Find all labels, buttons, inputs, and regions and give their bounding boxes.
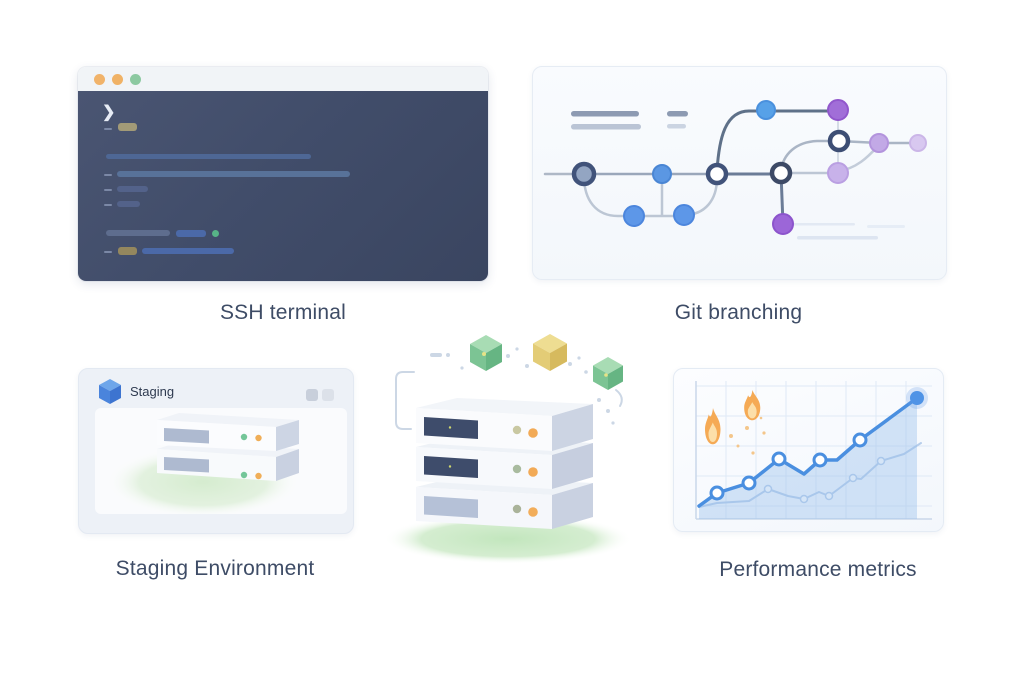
git-commit-node [756, 100, 776, 120]
git-text-bar [571, 111, 639, 117]
terminal-prompt-icon: ❯ [102, 104, 116, 121]
chart-marker [763, 484, 773, 494]
git-commit-node [827, 162, 849, 184]
terminal-text-bar [117, 186, 148, 192]
git-commit-node [827, 129, 851, 153]
cube-icon [99, 379, 121, 404]
performance-chart-svg [695, 381, 932, 520]
sparkle-dot [736, 444, 740, 448]
connector-dots [430, 347, 615, 425]
staging-servers-illustration [105, 413, 301, 514]
chart-marker [709, 485, 725, 501]
server-stack-illustration [380, 330, 645, 565]
terminal-window: ❯ [78, 67, 488, 281]
git-text-bar [571, 124, 641, 130]
terminal-text-bar [117, 201, 140, 207]
git-commit-node [652, 164, 672, 184]
led-gray-icon [512, 425, 522, 435]
caption-performance-metrics: Performance metrics [719, 558, 917, 581]
chart-marker [876, 456, 886, 466]
staging-title: Staging [130, 384, 175, 399]
terminal-text-bar [118, 123, 137, 131]
terminal-text-bar [106, 154, 311, 159]
led-gray-icon [512, 464, 522, 474]
window-control-dot-1[interactable] [94, 73, 105, 85]
git-commit-node [769, 161, 793, 185]
git-branching-card [532, 66, 947, 280]
sparkle-dot [751, 451, 755, 455]
chart-marker [771, 451, 787, 467]
staging-card: Staging [78, 368, 354, 534]
performance-card [673, 368, 944, 532]
header-square-button-2[interactable] [322, 389, 334, 401]
terminal-text-bar [142, 248, 234, 254]
terminal-text-bar [104, 251, 112, 253]
staging-header: Staging [98, 378, 174, 405]
git-text-bar [797, 236, 878, 240]
window-control-dot-2[interactable] [112, 73, 123, 85]
flame-icon [744, 390, 761, 421]
chart-end-dot [910, 391, 924, 405]
chart-marker [799, 494, 809, 504]
git-commit-node [772, 213, 794, 235]
sparkle-dot [745, 426, 749, 430]
git-commit-node [571, 161, 597, 187]
terminal-titlebar [78, 67, 488, 91]
terminal-text-bar [104, 189, 112, 191]
terminal-body: ❯ [78, 91, 488, 281]
terminal-text-bar [118, 247, 137, 255]
sparkle-dot [762, 431, 766, 435]
terminal-text-bar [176, 230, 206, 237]
terminal-text-bar [104, 174, 112, 176]
chart-marker [824, 491, 834, 501]
window-control-dot-3[interactable] [130, 73, 141, 85]
caption-git-branching: Git branching [674, 301, 803, 324]
chart-marker [848, 473, 858, 483]
terminal-text-bar [117, 171, 350, 177]
git-graph-svg [543, 99, 927, 240]
sparkle-dot [759, 416, 763, 420]
chart-marker [852, 432, 868, 448]
led-green-icon [240, 471, 248, 479]
led-gray-icon [512, 504, 522, 514]
led-green-icon [240, 433, 248, 441]
led-orange-icon [528, 428, 538, 438]
led-orange-icon [528, 467, 538, 477]
led-orange-icon [255, 472, 262, 480]
terminal-text-bar [104, 128, 112, 130]
flame-icon [705, 408, 721, 445]
led-orange-icon [255, 434, 262, 442]
git-text-bar [667, 124, 686, 129]
terminal-text-bar [106, 230, 170, 236]
server-unit-icon [416, 398, 593, 451]
git-commit-node [623, 205, 645, 227]
git-text-bar [793, 223, 855, 226]
git-commit-node [827, 99, 849, 121]
caption-staging-environment: Staging Environment [115, 557, 315, 580]
green-cube-icon [593, 357, 623, 390]
git-text-bar [867, 225, 905, 228]
git-commit-node [869, 133, 889, 153]
green-shadow [384, 514, 632, 564]
chart-marker [812, 452, 828, 468]
git-commit-node [705, 162, 729, 186]
led-orange-icon [528, 507, 538, 517]
server-stack-svg [384, 334, 632, 564]
terminal-text-bar [104, 204, 112, 206]
terminal-text-bar [212, 230, 219, 237]
server-unit-icon [157, 413, 299, 451]
green-cube-icon [470, 335, 502, 371]
chart-marker [741, 475, 757, 491]
git-commit-node [909, 134, 927, 152]
connector-lines [395, 371, 623, 430]
staging-screen [95, 408, 347, 514]
git-commit-node [673, 204, 695, 226]
sparkle-dot [729, 434, 733, 438]
caption-ssh-terminal: SSH terminal [219, 301, 347, 324]
git-branch-edge [715, 109, 840, 173]
git-text-bar [667, 111, 688, 117]
yellow-cube-icon [533, 334, 567, 371]
header-square-button-1[interactable] [306, 389, 318, 401]
chart-line-primary-trend [697, 396, 919, 508]
